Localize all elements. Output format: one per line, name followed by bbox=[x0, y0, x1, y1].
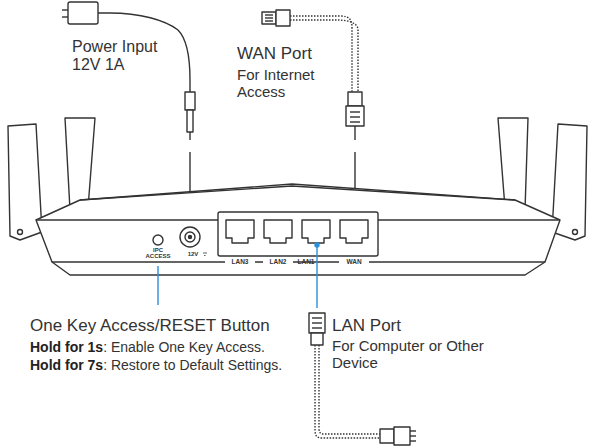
instruction-line: Hold for 7s: Restore to Default Settings… bbox=[30, 357, 282, 374]
reset-button bbox=[153, 235, 163, 305]
port-label: WAN bbox=[339, 259, 369, 266]
jack-label: 12V bbox=[183, 251, 203, 257]
instruction-key: Hold for 1s bbox=[30, 339, 103, 355]
instruction-text: : Enable One Key Access. bbox=[103, 339, 265, 355]
port-description: For Internet Access bbox=[237, 66, 337, 101]
port-label: LAN3 bbox=[225, 259, 255, 266]
port-description: For Computer or Other Device bbox=[332, 337, 504, 372]
instruction-line: Hold for 1s: Enable One Key Access. bbox=[30, 339, 265, 356]
power-label: Power Input 12V 1A bbox=[72, 38, 168, 75]
instruction-text: : Restore to Default Settings. bbox=[103, 357, 282, 373]
router-body bbox=[36, 184, 560, 275]
port-title: WAN Port bbox=[237, 44, 377, 64]
port-label: LAN1 bbox=[297, 259, 315, 266]
button-label: IPC ACCESS bbox=[143, 247, 173, 260]
port-label: LAN2 bbox=[263, 259, 293, 266]
ethernet-ports bbox=[226, 220, 368, 243]
port-title: LAN Port bbox=[332, 316, 532, 336]
instruction-key: Hold for 7s bbox=[30, 357, 103, 373]
button-title: One Key Access/RESET Button bbox=[30, 316, 320, 336]
